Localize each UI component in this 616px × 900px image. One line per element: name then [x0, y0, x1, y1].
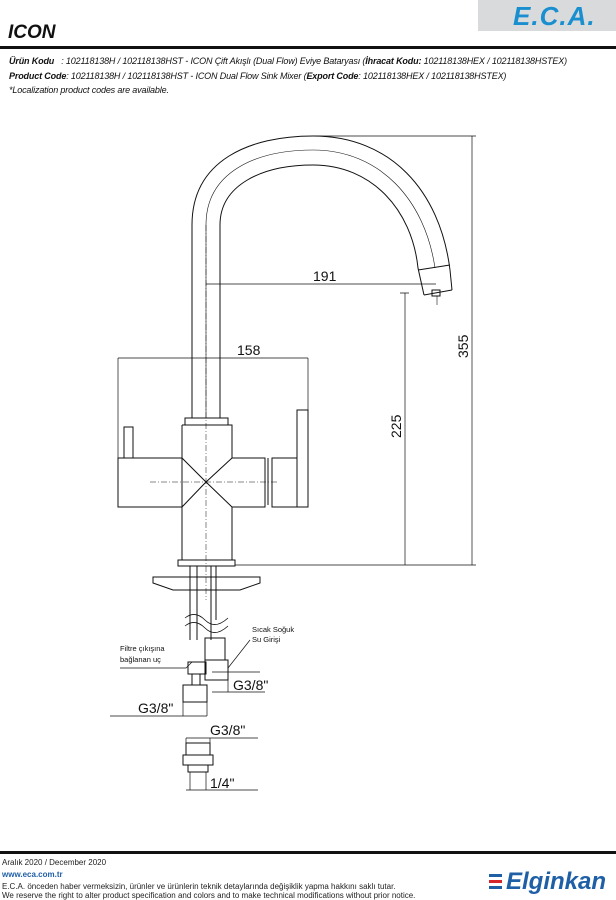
ihracat-label: İhracat Kodu: [365, 56, 422, 66]
label-filter-line2: bağlanan uç [120, 655, 161, 664]
export-value: : 102118138HEX / 102118138HSTEX) [358, 71, 507, 81]
urun-kodu-label: Ürün Kodu [9, 56, 55, 66]
mixer-body [117, 225, 309, 600]
eca-logo: E.C.A. [478, 0, 616, 31]
dim-191: 191 [313, 268, 337, 284]
export-label: Export Code [306, 71, 359, 81]
eca-logo-text: E.C.A. [513, 1, 596, 31]
localization-note: *Localization product codes are availabl… [9, 85, 169, 95]
thread-adapter-bottom: 1/4" [210, 775, 234, 791]
label-inlet-line2: Su Girişi [252, 635, 281, 644]
product-code-label: Product Code [9, 71, 67, 81]
footer-date: Aralık 2020 / December 2020 [2, 858, 107, 867]
thread-inlet: G3/8" [233, 677, 268, 693]
label-filter-line1: Filtre çıkışına [120, 644, 165, 653]
dimension-lines [110, 135, 476, 791]
dim-225: 225 [388, 414, 404, 438]
header-divider [0, 46, 616, 49]
footer-disclaimer-tr: E.C.A. önceden haber vermeksizin, ürünle… [2, 882, 396, 891]
elginkan-logo-icon [489, 874, 502, 892]
footer-disclaimer-en: We reserve the right to alter product sp… [2, 891, 416, 900]
thread-adapter-top: G3/8" [210, 722, 245, 738]
footer-website[interactable]: www.eca.com.tr [2, 870, 63, 879]
urun-kodu-line: Ürün Kodu : 102118138H / 102118138HST - … [9, 56, 567, 66]
product-code-value: : 102118138H / 102118138HST - ICON Dual … [66, 71, 307, 81]
elginkan-logo: Elginkan [506, 868, 607, 895]
ihracat-value: 102118138HEX / 102118138HSTEX) [421, 56, 567, 66]
label-inlet-line1: Sıcak Soğuk [252, 625, 294, 634]
mounting-kit [152, 566, 261, 773]
product-code-line: Product Code: 102118138H / 102118138HST … [9, 71, 506, 81]
dim-355: 355 [455, 334, 471, 358]
thread-filter: G3/8" [138, 700, 173, 716]
dim-158: 158 [237, 342, 261, 358]
footer-divider [0, 851, 616, 854]
urun-kodu-value: : 102118138H / 102118138HST - ICON Çift … [54, 56, 366, 66]
product-title: ICON [8, 22, 56, 43]
